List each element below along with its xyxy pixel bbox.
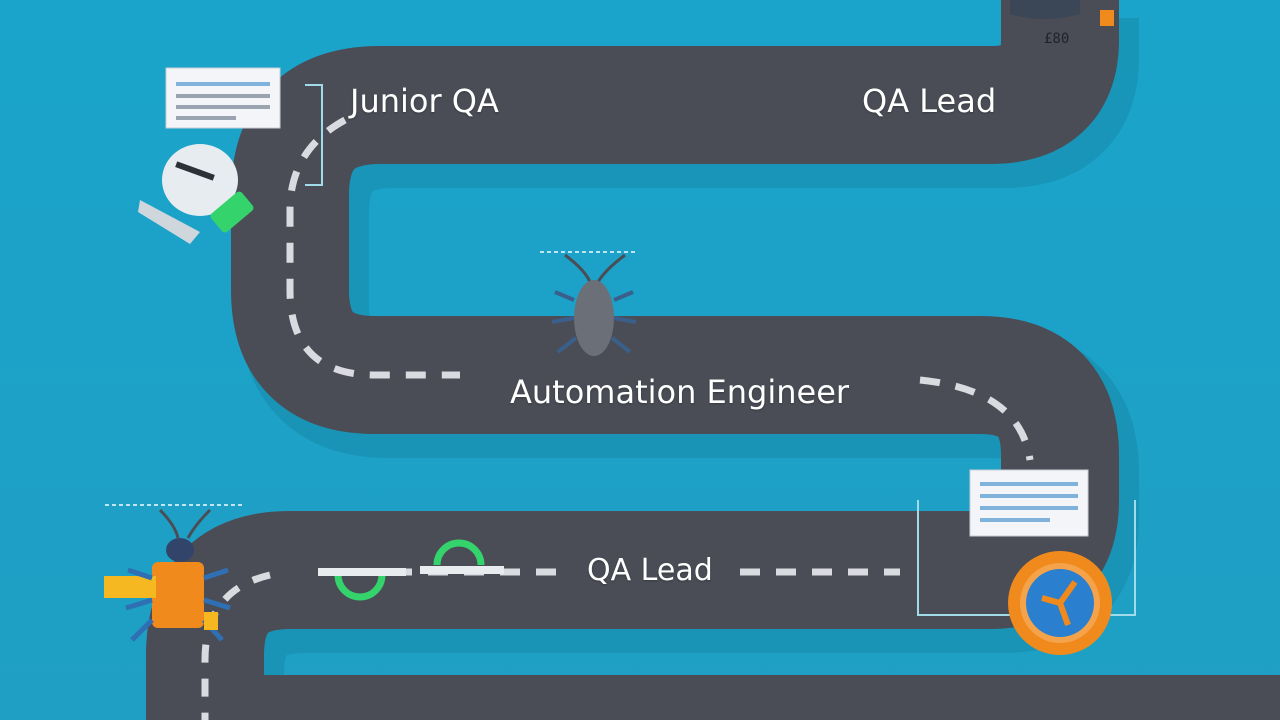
road [146,0,1119,720]
road-bottom-curve [175,672,1280,720]
gear-icon [1008,551,1112,655]
qa-lead-top-label: QA Lead [862,82,997,120]
green-ring-icon [318,568,406,601]
bug-icon [540,251,637,356]
automation-engineer-label: Automation Engineer [510,373,850,411]
road-dash-left [286,116,460,379]
document-card-icon [165,67,281,129]
guide-line-icon [305,84,323,186]
road-dash-down [201,571,271,720]
corner-badge-text: £80 [1044,31,1070,47]
road-dash-right [919,376,1034,461]
report-card-icon [969,469,1089,537]
junior-qa-label: Junior QA [350,82,499,120]
device-icon [1010,0,1114,26]
qa-lead-bottom-label: QA Lead [587,553,713,588]
robot-icon [138,144,254,244]
green-arch-icon [420,539,504,574]
orange-bug-icon [104,504,242,642]
